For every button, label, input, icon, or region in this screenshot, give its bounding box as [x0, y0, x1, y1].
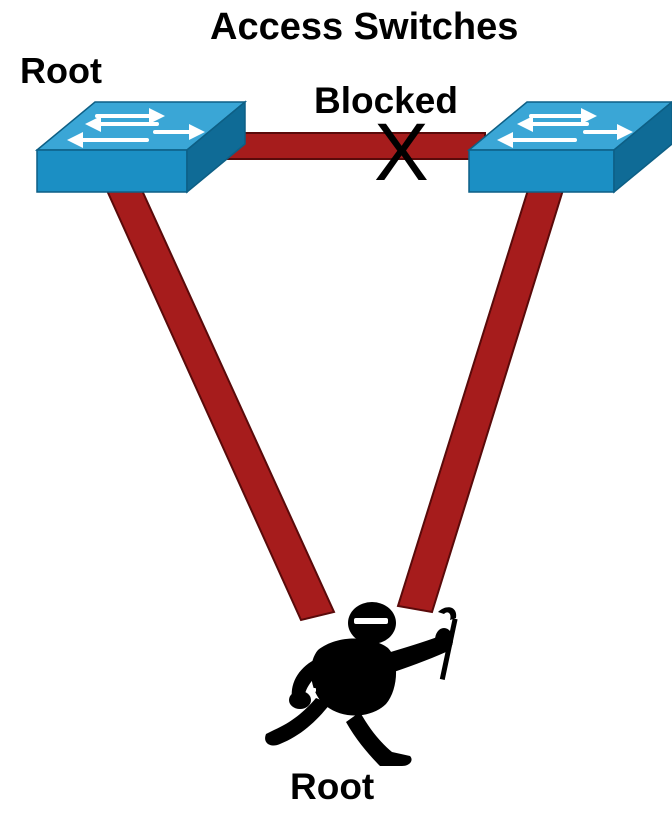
switch-icon — [469, 102, 672, 192]
root-label-attacker: Root — [290, 766, 374, 808]
title-access-switches: Access Switches — [210, 6, 518, 49]
root-label-left-switch: Root — [20, 50, 102, 92]
blocked-x-mark: X — [374, 106, 429, 200]
links — [100, 133, 563, 620]
attacker-icon — [265, 602, 457, 766]
link-access-switches — [205, 133, 485, 159]
link-right-to-attacker — [398, 190, 563, 612]
link-left-to-attacker — [100, 175, 334, 620]
switch-icon — [37, 102, 245, 192]
